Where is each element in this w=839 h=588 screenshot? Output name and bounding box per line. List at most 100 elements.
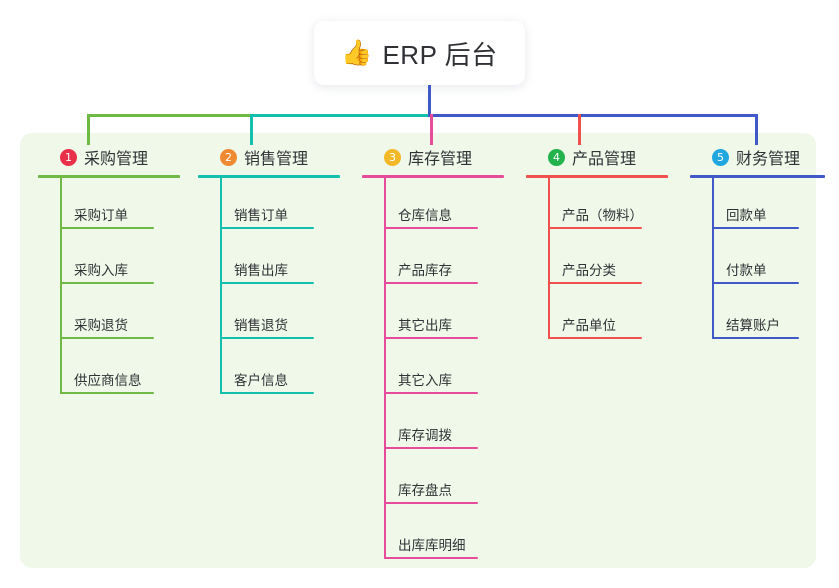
bus-segment-1 — [87, 114, 253, 117]
branch-number-badge: 4 — [548, 148, 565, 166]
branch-item[interactable]: 付款单 — [690, 233, 835, 288]
branch-item-label: 产品单位 — [562, 318, 616, 333]
branch-underline — [362, 175, 504, 178]
branch-item[interactable]: 回款单 — [690, 178, 835, 233]
branch-item-underline — [548, 227, 642, 229]
branch-drop-1 — [87, 114, 90, 145]
branch-item-underline — [712, 337, 799, 339]
branch-column-5: 5 财务管理回款单付款单结算账户 — [690, 145, 835, 343]
branch-item[interactable]: 采购入库 — [38, 233, 190, 288]
branch-underline — [690, 175, 825, 178]
branch-number-badge: 5 — [712, 148, 729, 166]
branch-item-underline — [220, 282, 314, 284]
branch-item-underline — [384, 282, 478, 284]
branch-item-underline — [60, 337, 154, 339]
branch-item[interactable]: 销售订单 — [198, 178, 350, 233]
branch-header-1[interactable]: 1 采购管理 — [38, 145, 190, 169]
branch-underline — [38, 175, 180, 178]
branch-drop-4 — [578, 114, 581, 145]
branch-item[interactable]: 销售退货 — [198, 288, 350, 343]
branch-title: 采购管理 — [84, 151, 149, 168]
branch-items: 仓库信息产品库存其它出库其它入库库存调拨库存盘点出库库明细 — [362, 178, 514, 563]
branch-spine — [384, 178, 386, 559]
branch-item[interactable]: 出库库明细 — [362, 508, 514, 563]
root-trunk-line — [428, 85, 431, 117]
branch-underline — [198, 175, 340, 178]
branch-header-5[interactable]: 5 财务管理 — [690, 145, 835, 169]
branch-item[interactable]: 结算账户 — [690, 288, 835, 343]
branch-column-4: 4 产品管理产品（物料） 产品分类产品单位 — [526, 145, 678, 343]
branch-item[interactable]: 其它出库 — [362, 288, 514, 343]
root-node[interactable]: 👍 ERP 后台 — [314, 21, 525, 85]
branch-item[interactable]: 产品库存 — [362, 233, 514, 288]
branch-item[interactable]: 产品单位 — [526, 288, 678, 343]
branch-header-2[interactable]: 2 销售管理 — [198, 145, 350, 169]
branch-item-underline — [712, 282, 799, 284]
branch-item-label: 结算账户 — [726, 318, 780, 333]
branch-item-label: 付款单 — [726, 263, 767, 278]
branch-item[interactable]: 销售出库 — [198, 233, 350, 288]
branch-item-underline — [384, 392, 478, 394]
branch-item-label: 库存盘点 — [398, 483, 452, 498]
branch-item[interactable]: 供应商信息 — [38, 343, 190, 398]
branch-item-label: 销售出库 — [234, 263, 288, 278]
branch-item-label: 产品库存 — [398, 263, 452, 278]
branch-item-label: 库存调拨 — [398, 428, 452, 443]
branch-item-label: 其它入库 — [398, 373, 452, 388]
branch-drop-5 — [755, 114, 758, 145]
root-node-title: ERP 后台 — [382, 39, 498, 70]
branch-item-label: 产品分类 — [562, 263, 616, 278]
branch-item-label: 出库库明细 — [398, 538, 466, 553]
branch-item-label: 销售订单 — [234, 208, 288, 223]
branch-item-underline — [60, 282, 154, 284]
branch-item-label: 采购订单 — [74, 208, 128, 223]
branch-title: 产品管理 — [572, 151, 637, 168]
branch-items: 回款单付款单结算账户 — [690, 178, 835, 343]
branch-item-underline — [220, 337, 314, 339]
branch-spine — [60, 178, 62, 394]
branch-item[interactable]: 产品分类 — [526, 233, 678, 288]
branch-number-badge: 2 — [220, 148, 237, 166]
branch-items: 产品（物料） 产品分类产品单位 — [526, 178, 678, 343]
branch-item-underline — [548, 282, 642, 284]
branch-item-underline — [220, 392, 314, 394]
branch-item-label: 采购入库 — [74, 263, 128, 278]
bus-segment-2 — [250, 114, 433, 117]
branch-item-label: 回款单 — [726, 208, 767, 223]
branch-items: 采购订单采购入库采购退货供应商信息 — [38, 178, 190, 398]
branch-item-underline — [384, 337, 478, 339]
branch-item-underline — [60, 227, 154, 229]
branch-item-label: 产品（物料） — [562, 208, 643, 223]
branch-spine — [548, 178, 550, 339]
branch-item[interactable]: 其它入库 — [362, 343, 514, 398]
branch-item-label: 供应商信息 — [74, 373, 142, 388]
branch-item[interactable]: 采购订单 — [38, 178, 190, 233]
branch-drop-2 — [250, 114, 253, 145]
branch-underline — [526, 175, 668, 178]
branch-item-underline — [384, 227, 478, 229]
branch-column-1: 1 采购管理采购订单采购入库采购退货供应商信息 — [38, 145, 190, 398]
branch-item[interactable]: 采购退货 — [38, 288, 190, 343]
branch-item[interactable]: 库存盘点 — [362, 453, 514, 508]
branch-item[interactable]: 库存调拨 — [362, 398, 514, 453]
branch-item-label: 采购退货 — [74, 318, 128, 333]
branch-title: 财务管理 — [736, 151, 801, 168]
branch-item-underline — [60, 392, 154, 394]
branch-item-label: 仓库信息 — [398, 208, 452, 223]
branch-header-4[interactable]: 4 产品管理 — [526, 145, 678, 169]
thumbs-up-icon: 👍 — [341, 38, 373, 67]
branch-item-underline — [384, 502, 478, 504]
branch-item-label: 客户信息 — [234, 373, 288, 388]
branch-number-badge: 1 — [60, 148, 77, 166]
branch-item[interactable]: 产品（物料） — [526, 178, 678, 233]
branch-drop-3 — [430, 114, 433, 145]
branch-item[interactable]: 客户信息 — [198, 343, 350, 398]
branch-item[interactable]: 仓库信息 — [362, 178, 514, 233]
branches-panel — [20, 133, 816, 568]
branch-item-underline — [220, 227, 314, 229]
branch-number-badge: 3 — [384, 148, 401, 166]
branch-title: 销售管理 — [244, 151, 309, 168]
